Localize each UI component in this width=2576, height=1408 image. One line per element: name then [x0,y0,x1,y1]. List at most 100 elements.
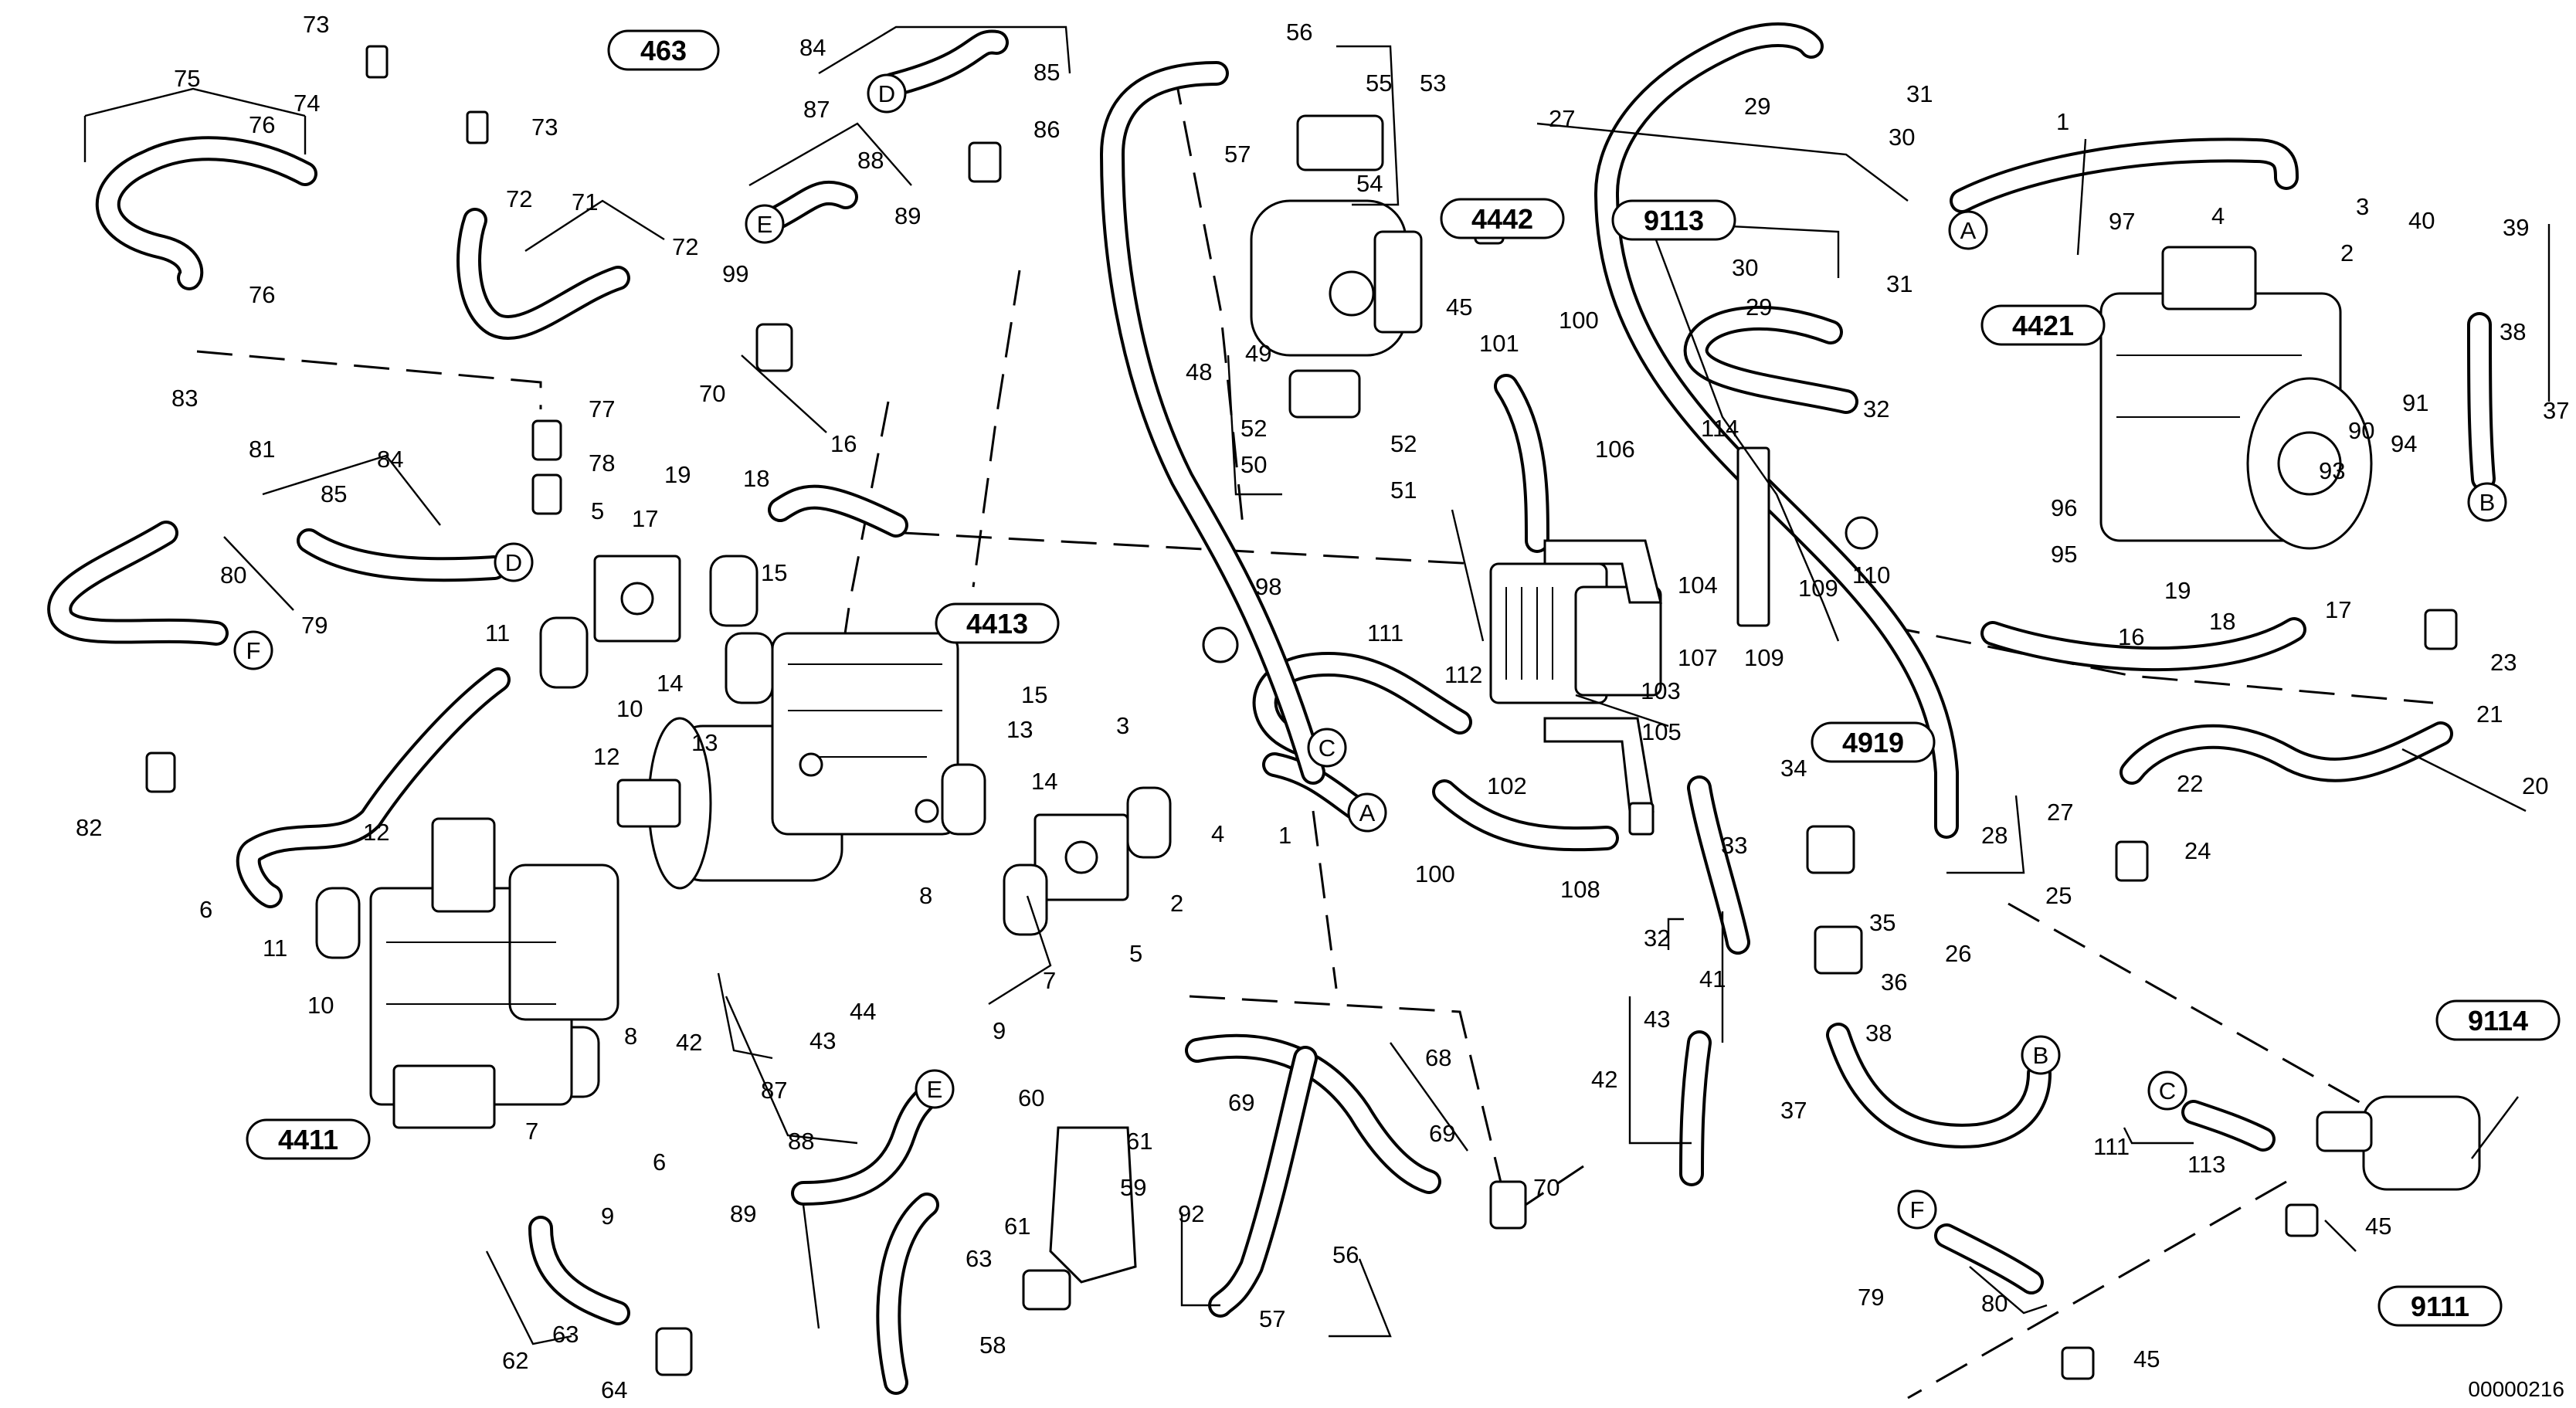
part-number: 30 [1889,124,1915,151]
split-flanges [315,555,1172,1098]
part-number: 21 [2476,701,2503,728]
part-number: 14 [657,670,683,697]
reference-box-4413: 4413 [935,602,1060,644]
part-number: 49 [1245,340,1271,367]
part-number: 29 [1744,93,1770,120]
part-number: 43 [809,1027,836,1054]
part-number: 11 [263,935,287,962]
part-number: 76 [249,111,275,138]
part-number: 5 [591,497,604,524]
svg-text:9113: 9113 [1644,205,1704,236]
part-number: 105 [1641,718,1682,745]
reference-box-4442: 4442 [1440,198,1565,239]
part-number: 50 [1240,451,1267,478]
part-number: 31 [1886,270,1912,297]
svg-text:4919: 4919 [1842,727,1904,758]
part-number: 62 [502,1347,528,1374]
connector-D-left: D [494,542,534,582]
part-number: 111 [2093,1133,2130,1160]
part-number: 45 [1446,293,1472,321]
components [145,45,2481,1380]
reference-box-4411: 4411 [246,1118,371,1160]
part-number: 91 [2402,389,2428,416]
part-number: 23 [2490,649,2517,676]
part-number: 73 [531,114,558,141]
connector-E-lower: E [915,1069,955,1109]
connector-B-right: B [2467,482,2507,522]
part-number: 102 [1487,772,1527,799]
connector-B-lower: B [2021,1035,2061,1075]
pump-unit-4421 [2099,246,2373,550]
connector-A-right: A [1948,210,1988,250]
bracket-104 [1543,539,1662,604]
part-number: 59 [1120,1174,1146,1201]
part-number: 1 [2056,108,2069,135]
part-number: 100 [1415,860,1455,887]
part-number: 8 [919,882,932,909]
part-number: 16 [830,430,857,457]
part-number: 85 [321,480,347,507]
part-number: 72 [672,233,698,260]
cylinder-9114 [2316,1095,2481,1191]
hoses [47,22,2496,1395]
part-number: 33 [1721,832,1747,859]
part-number: 84 [799,34,826,61]
part-number: 39 [2503,214,2529,241]
svg-text:4413: 4413 [966,608,1028,640]
part-number: 83 [171,385,198,412]
part-number: 6 [199,896,212,923]
part-number: 28 [1981,822,2008,849]
part-number: 18 [743,465,769,492]
part-number: 61 [1126,1128,1152,1155]
part-number: 27 [2047,799,2073,826]
part-number: 80 [220,562,246,589]
part-number: 10 [307,992,334,1019]
part-number: 30 [1732,254,1758,281]
part-number: 95 [2051,541,2077,568]
part-number: 41 [1699,965,1726,992]
part-number: 2 [1170,890,1183,917]
svg-text:C: C [2159,1077,2176,1104]
svg-text:F: F [1910,1196,1925,1223]
part-number: 52 [1390,430,1417,457]
part-number: 44 [850,998,876,1025]
part-number: 103 [1641,677,1681,704]
part-number: 43 [1644,1006,1670,1033]
connector-D-top: D [867,73,907,114]
part-number: 77 [589,395,615,422]
part-number: 106 [1595,436,1635,463]
part-number: 87 [761,1077,787,1104]
controller-103 [1489,562,1662,704]
connector-C-center: C [1307,728,1347,768]
connector-F-lower: F [1897,1189,1937,1230]
svg-text:B: B [2033,1042,2049,1069]
part-number: 56 [1286,19,1312,46]
part-number: 97 [2109,208,2135,235]
part-number: 78 [589,450,615,477]
part-number: 56 [1332,1241,1359,1268]
part-number: 90 [2348,417,2374,444]
part-number: 80 [1981,1290,2008,1317]
part-number: 13 [1006,716,1033,743]
part-number: 10 [616,695,643,722]
reference-box-9111: 9111 [2377,1285,2503,1327]
part-number: 26 [1945,940,1971,967]
part-number: 25 [2045,882,2072,909]
part-number: 114 [1701,415,1739,442]
part-number: 13 [691,729,718,756]
svg-text:A: A [1960,217,1977,244]
part-number: 9 [601,1203,614,1230]
part-number: 107 [1678,644,1718,671]
reference-box-4421: 4421 [1980,304,2106,346]
drawing-number: 00000216 [2468,1377,2564,1401]
bracket-105 [1543,717,1655,813]
part-number: 63 [966,1245,992,1272]
part-number: 17 [632,505,658,532]
part-number: 109 [1798,575,1838,602]
part-number: 53 [1420,70,1446,97]
svg-text:C: C [1319,735,1336,762]
part-number: 29 [1746,293,1772,321]
part-number: 15 [1021,681,1047,708]
part-number: 37 [2543,397,2569,424]
gear-pump-4442 [1250,114,1423,419]
